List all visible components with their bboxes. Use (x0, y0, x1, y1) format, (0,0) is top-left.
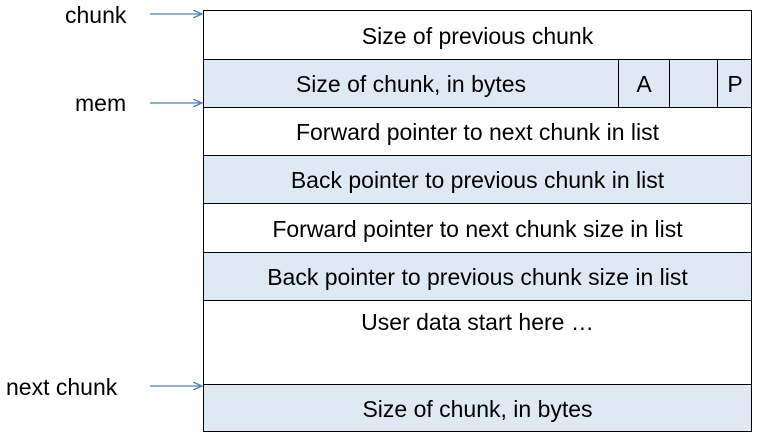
label-mem: mem (75, 90, 127, 116)
row-prev-size: Size of previous chunk (204, 11, 751, 60)
row-bk-nextsize: Back pointer to previous chunk size in l… (204, 253, 751, 301)
row-fd-nextsize-text: Forward pointer to next chunk size in li… (272, 215, 683, 242)
row-next-size-text: Size of chunk, in bytes (362, 395, 593, 422)
flag-blank (669, 60, 717, 107)
row-bk: Back pointer to previous chunk in list (204, 156, 751, 204)
row-fd-nextsize: Forward pointer to next chunk size in li… (204, 204, 751, 253)
size-field: Size of chunk, in bytes (295, 71, 527, 97)
flag-p: P (717, 60, 752, 107)
chunk-structure: Size of previous chunk Size of chunk, in… (203, 10, 752, 432)
row-user-data: User data start here … (204, 301, 751, 385)
label-next-chunk: next chunk (6, 374, 118, 400)
label-chunk: chunk (65, 2, 127, 28)
row-bk-nextsize-text: Back pointer to previous chunk size in l… (267, 264, 688, 290)
row-bk-text: Back pointer to previous chunk in list (290, 167, 665, 193)
row-size: Size of chunk, in bytes A P (204, 60, 751, 108)
row-next-size: Size of chunk, in bytes (204, 385, 751, 431)
row-fd: Forward pointer to next chunk in list (204, 108, 751, 156)
row-prev-size-text: Size of previous chunk (361, 22, 594, 49)
row-fd-text: Forward pointer to next chunk in list (295, 119, 660, 145)
flag-a: A (618, 60, 669, 107)
row-user-data-text: User data start here … (361, 309, 594, 335)
